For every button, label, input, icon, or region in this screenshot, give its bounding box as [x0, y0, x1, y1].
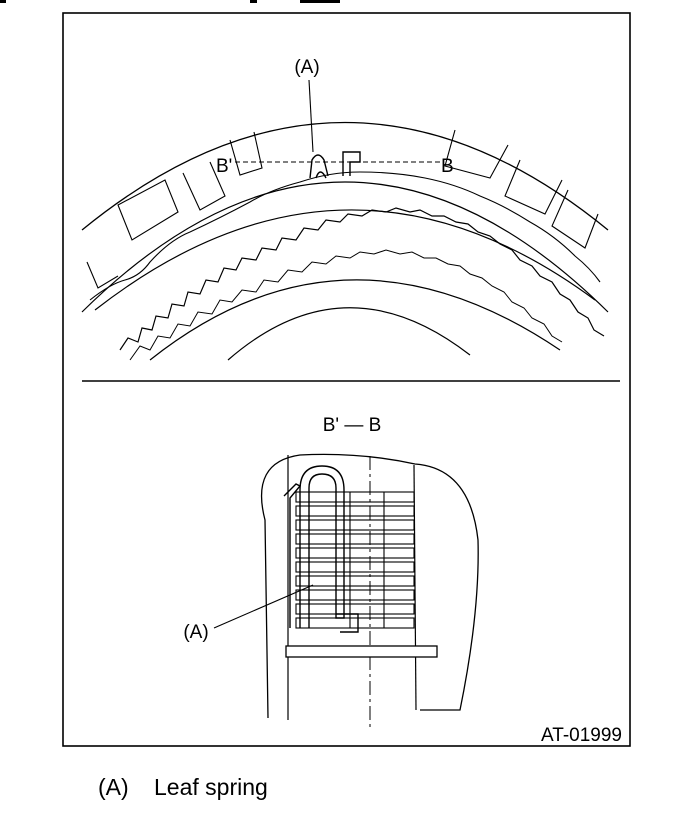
- sleeve-outer-ring: [81, 121, 609, 231]
- synchro-ring-teeth: [119, 207, 605, 351]
- section-view-title: B' — B: [323, 415, 382, 436]
- stacked-plates: [295, 491, 415, 629]
- sleeve-slots: [86, 129, 599, 289]
- callout-leader-a-top: [308, 79, 314, 153]
- callout-label-a-section: (A): [183, 622, 208, 643]
- figure-code: AT-01999: [541, 725, 622, 746]
- leaf-spring-section: [283, 465, 359, 633]
- section-label-right: B: [441, 156, 454, 177]
- synchro-ring-teeth-inner: [129, 249, 563, 361]
- legend-key: (A): [98, 774, 129, 800]
- callout-leader-a-section: [213, 584, 314, 629]
- legend-caption: (A) Leaf spring: [98, 774, 268, 801]
- hub-wavy-ring: [89, 171, 601, 301]
- gear-bore-ring: [227, 307, 471, 361]
- legend-text: Leaf spring: [154, 774, 268, 800]
- base-plate: [285, 645, 438, 658]
- callout-label-a-top: (A): [294, 57, 319, 78]
- figure-frame: [62, 12, 631, 747]
- cropped-heading-remnant: [0, 0, 340, 3]
- top-view: (A) B' B: [81, 57, 609, 361]
- sleeve-inner-ring: [81, 181, 609, 313]
- section-label-left: B': [216, 156, 232, 177]
- housing-outline: [260, 453, 479, 719]
- gear-inner-ring: [149, 279, 561, 361]
- hub-outer-ring: [94, 209, 596, 311]
- section-view: B' — B (A): [183, 415, 479, 730]
- leaf-spring-top: [309, 151, 361, 179]
